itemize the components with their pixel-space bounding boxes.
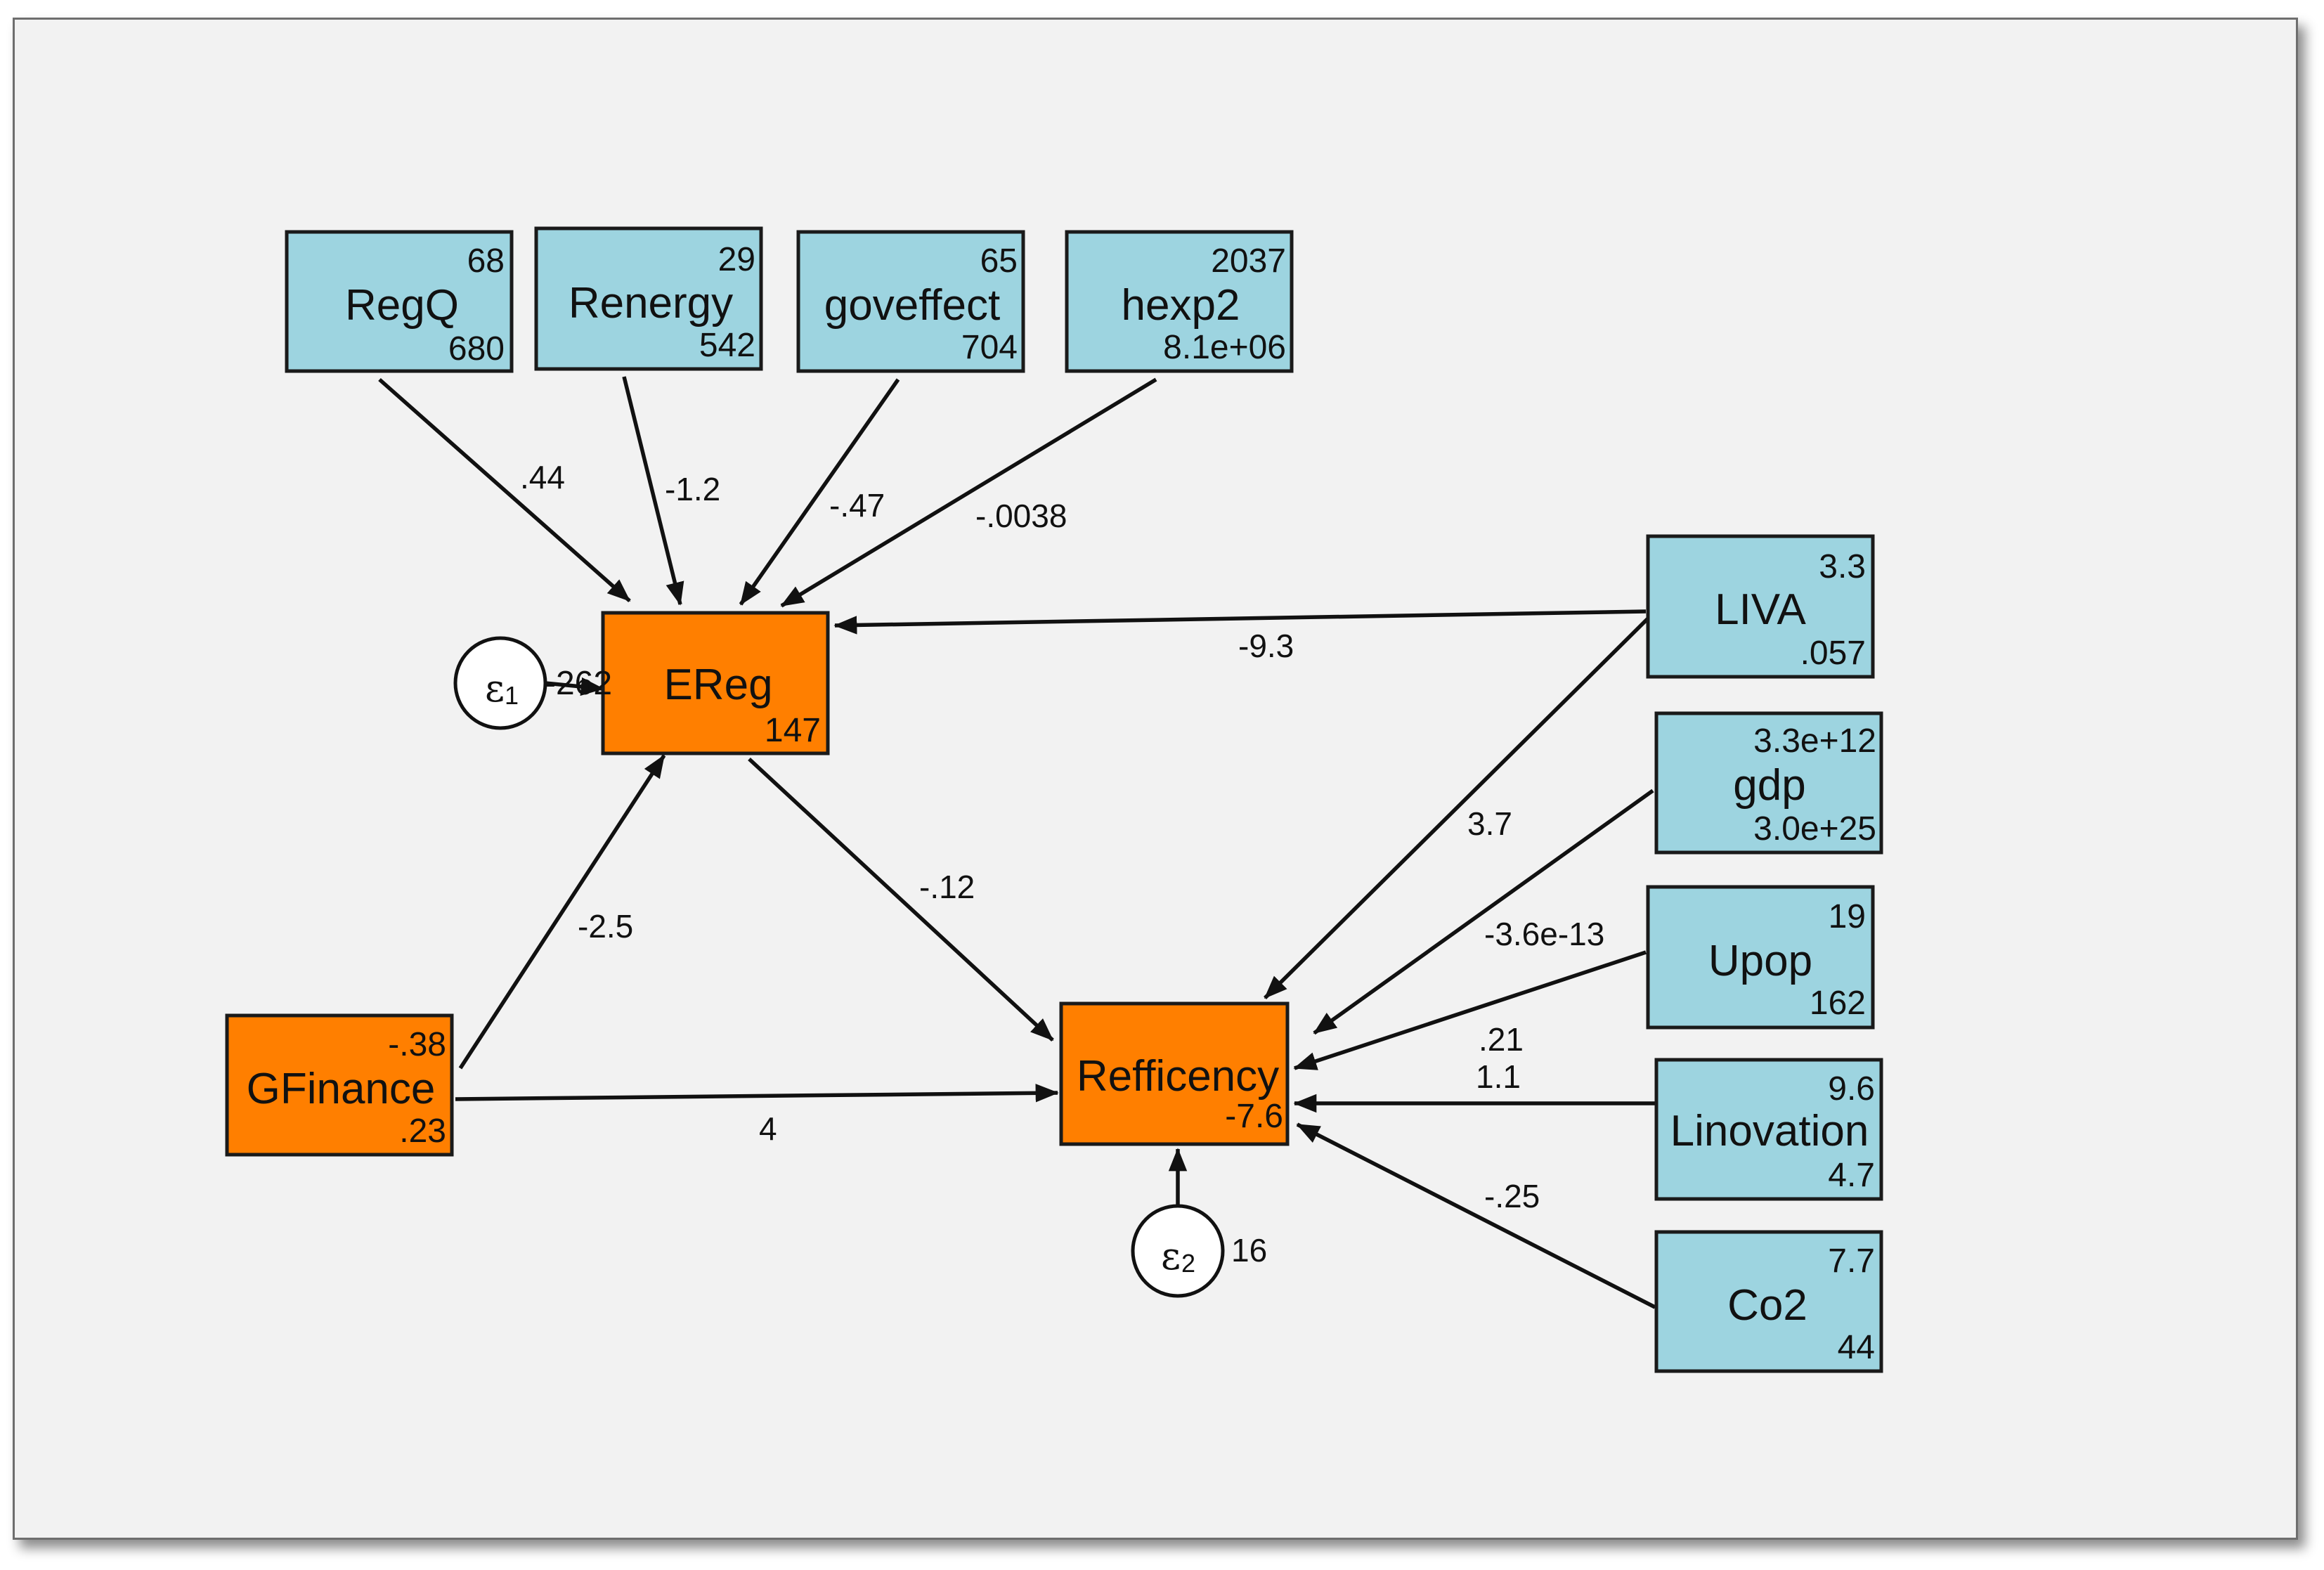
node-renergy[interactable]: 29 Renergy 542 [534,226,763,371]
node-label: goveffect [824,281,1000,330]
node-label: gdp [1733,761,1805,810]
e2-variance: 16 [1231,1232,1267,1269]
coef-regq-ereg: .44 [520,459,565,495]
coef-co2-refficency: -.25 [1484,1178,1540,1214]
arrow-gfinance-ereg [458,754,666,1070]
node-regq[interactable]: 68 RegQ 680 [285,230,514,373]
node-mean: 9.6 [1828,1070,1875,1108]
coef-upop-refficency-b: 1.1 [1476,1058,1521,1095]
node-variance: 3.0e+25 [1753,810,1876,848]
path-coefficients: .44 -1.2 -.47 -.0038 -9.3 -2.5 -.12 4 3.… [520,459,1604,1214]
arrow-regq-ereg [378,377,631,603]
coef-gfinance-refficency: 4 [759,1110,777,1147]
node-mean: 29 [718,241,755,278]
node-liva[interactable]: 3.3 LIVA .057 [1646,534,1875,679]
node-label: Co2 [1727,1281,1807,1330]
node-variance: 44 [1838,1329,1875,1366]
node-gdp[interactable]: 3.3e+12 gdp 3.0e+25 [1654,711,1883,855]
node-gfinance[interactable]: -.38 GFinance .23 [225,1013,454,1157]
arrow-co2-refficency [1296,1122,1656,1309]
error-e2[interactable]: ε 2 [1131,1204,1225,1298]
path-arrows [378,376,1656,1309]
arrow-goveffect-ereg [739,378,900,606]
node-label: LIVA [1715,585,1806,634]
epsilon-subscript: 2 [1181,1249,1195,1278]
epsilon-subscript: 1 [505,681,519,710]
node-mean: 19 [1829,898,1866,935]
node-ereg[interactable]: EReg 147 [601,611,830,755]
node-mean: 68 [467,242,505,280]
arrow-hexp2-ereg [780,377,1157,608]
arrow-liva-refficency [1264,617,1649,999]
node-refficency[interactable]: Refficency -7.6 [1059,1001,1290,1146]
node-label: Linovation [1670,1107,1869,1155]
coef-gfinance-ereg: -2.5 [578,908,633,945]
node-variance: 680 [448,330,505,368]
coef-liva-refficency: 3.7 [1467,805,1512,842]
arrow-renergy-ereg [622,376,684,606]
node-label: Renergy [569,279,733,327]
node-value: 147 [765,712,821,749]
node-label: Refficency [1077,1052,1279,1101]
node-upop[interactable]: 19 Upop 162 [1646,885,1875,1030]
node-linovation[interactable]: 9.6 Linovation 4.7 [1654,1058,1883,1201]
coef-gdp-refficency: -3.6e-13 [1484,916,1604,952]
node-label: EReg [663,661,772,709]
node-label: hexp2 [1122,281,1240,330]
node-hexp2[interactable]: 2037 hexp2 8.1e+06 [1065,230,1294,373]
coef-ereg-refficency: -.12 [919,869,975,905]
coef-renergy-ereg: -1.2 [665,471,720,507]
error-e1[interactable]: ε 1 [453,636,547,730]
coef-upop-refficency-a: .21 [1479,1021,1524,1058]
node-mean: 7.7 [1828,1243,1875,1280]
node-label: RegQ [345,281,459,330]
epsilon-symbol: ε [485,666,505,711]
node-mean: 3.3 [1819,548,1866,585]
node-mean: 3.3e+12 [1753,722,1876,760]
node-variance: .23 [399,1112,446,1150]
node-label: Upop [1708,937,1812,985]
coef-goveffect-ereg: -.47 [829,487,885,524]
node-mean: 65 [980,242,1018,280]
node-mean: 2037 [1211,242,1286,280]
node-variance: 4.7 [1828,1157,1875,1194]
arrow-liva-ereg [833,609,1647,635]
coef-hexp2-ereg: -.0038 [975,498,1067,534]
arrow-gfinance-refficency [455,1084,1059,1103]
node-co2[interactable]: 7.7 Co2 44 [1654,1230,1883,1373]
node-goveffect[interactable]: 65 goveffect 704 [796,230,1025,373]
node-variance: .057 [1800,635,1866,672]
arrow-gdp-refficency [1313,789,1654,1035]
node-mean: -.38 [388,1026,446,1063]
node-variance: 162 [1810,985,1866,1022]
ereg-intercept: -262 [545,665,612,702]
node-label: GFinance [247,1065,436,1113]
coef-liva-ereg: -9.3 [1238,628,1294,664]
arrow-upop-refficency [1293,950,1647,1070]
node-intercept: -7.6 [1225,1098,1283,1135]
node-variance: 542 [699,327,755,364]
node-variance: 704 [961,329,1018,366]
arrow-e1-ereg [545,677,604,696]
node-variance: 8.1e+06 [1163,329,1286,366]
epsilon-symbol: ε [1161,1234,1181,1278]
arrow-ereg-refficency [748,757,1054,1042]
